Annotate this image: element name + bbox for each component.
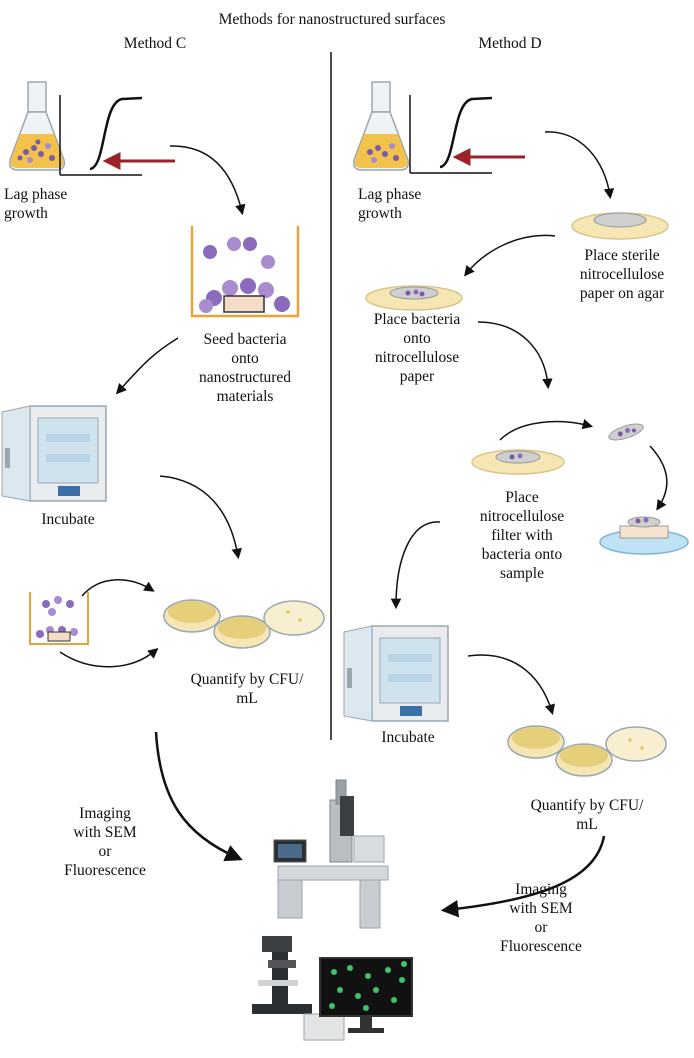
method-c-heading: Method C — [123, 35, 187, 52]
arrow-d-4a — [499, 419, 594, 441]
method-d-heading: Method D — [478, 35, 542, 52]
arrow-d-1 — [544, 131, 615, 200]
d-place-filter-label: Place nitrocellulose filter with bacteri… — [479, 489, 565, 582]
d-imaging-label: Imaging with SEM or Fluorescence — [500, 881, 582, 955]
arrow-c-5 — [154, 731, 243, 862]
d-lag-label: Lag phase growth — [358, 186, 422, 222]
filter-icon — [608, 423, 644, 441]
c-quantify-label: Quantify by CFU/ mL — [190, 671, 304, 707]
petri-dish-icon — [163, 599, 325, 649]
well-icon — [190, 226, 300, 318]
arrow-c-3 — [159, 475, 242, 560]
arrow-c-4a — [81, 579, 155, 597]
flask-icon — [352, 81, 410, 171]
d-place-sterile-label: Place sterile nitrocellulose paper on ag… — [579, 247, 665, 302]
growth-curve-icon — [409, 95, 525, 174]
arrow-d-2 — [464, 234, 556, 277]
d-incubate-label: Incubate — [381, 729, 435, 746]
d-quantify-label: Quantify by CFU/ mL — [530, 797, 644, 833]
growth-curve-icon — [59, 95, 175, 176]
d-place-bacteria-label: Place bacteria onto nitrocellulose paper — [373, 311, 461, 385]
petri-dish-icon — [571, 212, 669, 240]
sample-dish-icon — [599, 516, 689, 555]
arrow-d-5 — [390, 521, 441, 610]
arrow-d-6 — [467, 654, 555, 716]
fluorescent-cells — [329, 961, 407, 1011]
c-lag-label: Lag phase growth — [4, 186, 68, 222]
page-title: Methods for nanostructured surfaces — [218, 11, 446, 28]
sem-microscope-icon — [273, 779, 389, 929]
arrow-c-2 — [115, 337, 179, 395]
c-seed-label: Seed bacteria onto nanostructured materi… — [198, 331, 292, 405]
flask-icon — [8, 81, 66, 171]
arrow-c-1 — [169, 145, 246, 216]
arrow-c-4b — [59, 647, 159, 668]
c-incubate-label: Incubate — [41, 511, 95, 528]
fluorescence-microscope-icon — [252, 936, 413, 1041]
small-well-icon — [29, 592, 89, 645]
petri-dish-icon — [365, 285, 463, 311]
c-imaging-label: Imaging with SEM or Fluorescence — [64, 805, 146, 879]
petri-dish-icon — [507, 725, 667, 777]
incubator-icon — [1, 405, 107, 502]
arrow-d-7 — [440, 835, 606, 918]
arrow-d-3 — [477, 321, 553, 390]
incubator-icon — [343, 625, 449, 722]
arrow-d-4b — [649, 445, 668, 511]
petri-dish-icon — [471, 449, 565, 475]
